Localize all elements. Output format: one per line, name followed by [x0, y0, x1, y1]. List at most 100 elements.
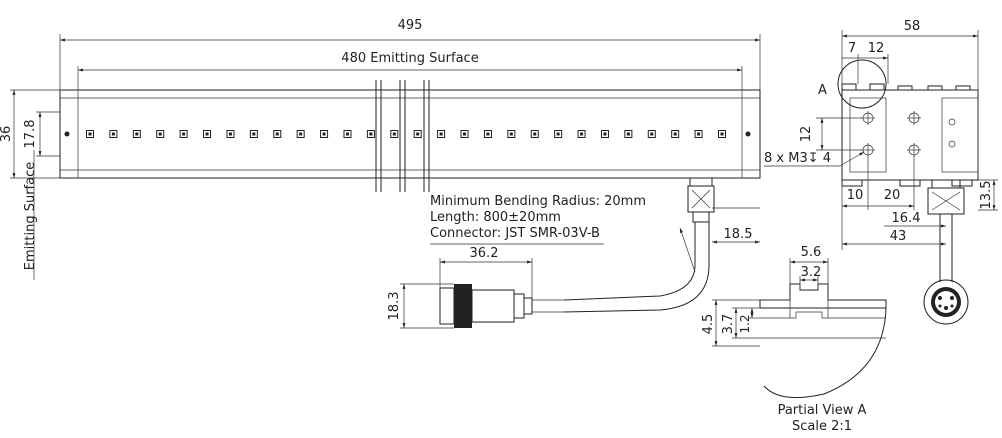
- led-square: [109, 130, 118, 138]
- led-square: [296, 130, 305, 138]
- note-connector: Connector: JST SMR-03V-B: [430, 226, 600, 241]
- bar-body: [59, 89, 761, 179]
- led-chip: [275, 132, 279, 136]
- led-chip: [486, 132, 490, 136]
- led-square: [671, 130, 680, 138]
- led-chip: [697, 132, 701, 136]
- led-chip: [720, 132, 724, 136]
- partial-view-title: Partial View A: [778, 403, 867, 418]
- note-bend-radius: Minimum Bending Radius: 20mm: [430, 194, 646, 209]
- led-square: [577, 130, 586, 138]
- led-square: [413, 130, 422, 138]
- led-chip: [228, 132, 232, 136]
- dim-20-label: 20: [884, 188, 901, 203]
- led-square: [179, 130, 188, 138]
- led-square: [156, 130, 165, 138]
- dim-3-2-label: 3.2: [801, 265, 822, 280]
- led-chip: [369, 132, 373, 136]
- dim-36-label: 36: [0, 126, 14, 143]
- dim-4-5-label: 4.5: [701, 314, 716, 335]
- led-row: [86, 130, 726, 138]
- led-square: [460, 130, 469, 138]
- led-chip: [439, 132, 443, 136]
- end-view: A 58 7 12 12 8 x M3↧ 4 10 20 16.4 43 13.: [764, 19, 998, 325]
- led-square: [366, 130, 375, 138]
- led-square: [203, 130, 212, 138]
- led-square: [437, 130, 446, 138]
- led-chip: [88, 132, 92, 136]
- dim-overall-length: 495: [59, 18, 761, 90]
- led-chip: [111, 132, 115, 136]
- connector-face: [923, 279, 969, 325]
- end-profile: [841, 89, 979, 181]
- led-square: [530, 130, 539, 138]
- led-square: [343, 130, 352, 138]
- dim-3-7-label: 3.7: [721, 314, 736, 335]
- screw-spec-label: 8 x M3↧ 4: [764, 151, 831, 166]
- led-chip: [322, 132, 326, 136]
- connector-knurl: [454, 284, 472, 328]
- cable-assembly: 18.5: [563, 177, 760, 313]
- led-square: [320, 130, 329, 138]
- end-hole-left: [64, 131, 70, 137]
- cable-notes: Minimum Bending Radius: 20mm Length: 800…: [430, 194, 646, 245]
- led-chip: [650, 132, 654, 136]
- led-square: [86, 130, 94, 138]
- led-square: [273, 130, 282, 138]
- screw-holes: [861, 111, 956, 157]
- led-chip: [205, 132, 209, 136]
- dim-58-label: 58: [904, 19, 921, 34]
- dim-495-label: 495: [398, 18, 423, 33]
- led-chip: [533, 132, 537, 136]
- led-square: [483, 130, 492, 138]
- led-square: [647, 130, 656, 138]
- note-length: Length: 800±20mm: [430, 210, 561, 225]
- dim-12-top-label: 12: [868, 41, 885, 56]
- partial-view-scale: Scale 2:1: [792, 419, 852, 434]
- led-chip: [463, 132, 467, 136]
- dim-emitting-length: 480 Emitting Surface: [77, 51, 743, 90]
- led-square: [694, 130, 703, 138]
- led-chip: [182, 132, 186, 136]
- led-chip: [580, 132, 584, 136]
- dim-12-left-label: 12: [799, 126, 814, 143]
- led-square: [554, 130, 563, 138]
- led-chip: [392, 132, 396, 136]
- led-chip: [673, 132, 677, 136]
- led-square: [390, 130, 399, 138]
- led-chip: [603, 132, 607, 136]
- led-chip: [299, 132, 303, 136]
- view-marker-a: A: [818, 83, 827, 98]
- emitting-surface-side-label: Emitting Surface: [23, 162, 38, 270]
- dim-18-3-label: 18.3: [387, 292, 402, 321]
- led-square: [132, 130, 141, 138]
- end-hole-right: [745, 131, 751, 137]
- led-chip: [509, 132, 513, 136]
- led-chip: [556, 132, 560, 136]
- dim-43-label: 43: [890, 229, 907, 244]
- led-chip: [158, 132, 162, 136]
- dim-16-4-label: 16.4: [892, 211, 921, 226]
- led-square: [226, 130, 235, 138]
- led-chip: [345, 132, 349, 136]
- dim-7-label: 7: [848, 41, 856, 56]
- dim-17-8-label: 17.8: [23, 120, 38, 149]
- led-chip: [135, 132, 139, 136]
- dim-5-6-label: 5.6: [801, 245, 822, 260]
- led-square: [718, 130, 726, 138]
- dim-36-2-label: 36.2: [470, 246, 499, 261]
- led-square: [600, 130, 609, 138]
- break-lines: [375, 80, 430, 192]
- dim-13-5-label: 13.5: [979, 181, 994, 210]
- led-chip: [626, 132, 630, 136]
- light-bar-front-view: [59, 80, 761, 192]
- led-square: [624, 130, 633, 138]
- dim-10-label: 10: [847, 188, 864, 203]
- dim-1-2-label: 1.2: [738, 314, 752, 333]
- dim-480-label: 480 Emitting Surface: [341, 51, 478, 66]
- dim-height: 36 17.8 Emitting Surface: [0, 89, 60, 280]
- dim-18-5-label: 18.5: [724, 227, 753, 242]
- connector-drawing: 36.2 18.3: [387, 246, 564, 329]
- led-chip: [416, 132, 420, 136]
